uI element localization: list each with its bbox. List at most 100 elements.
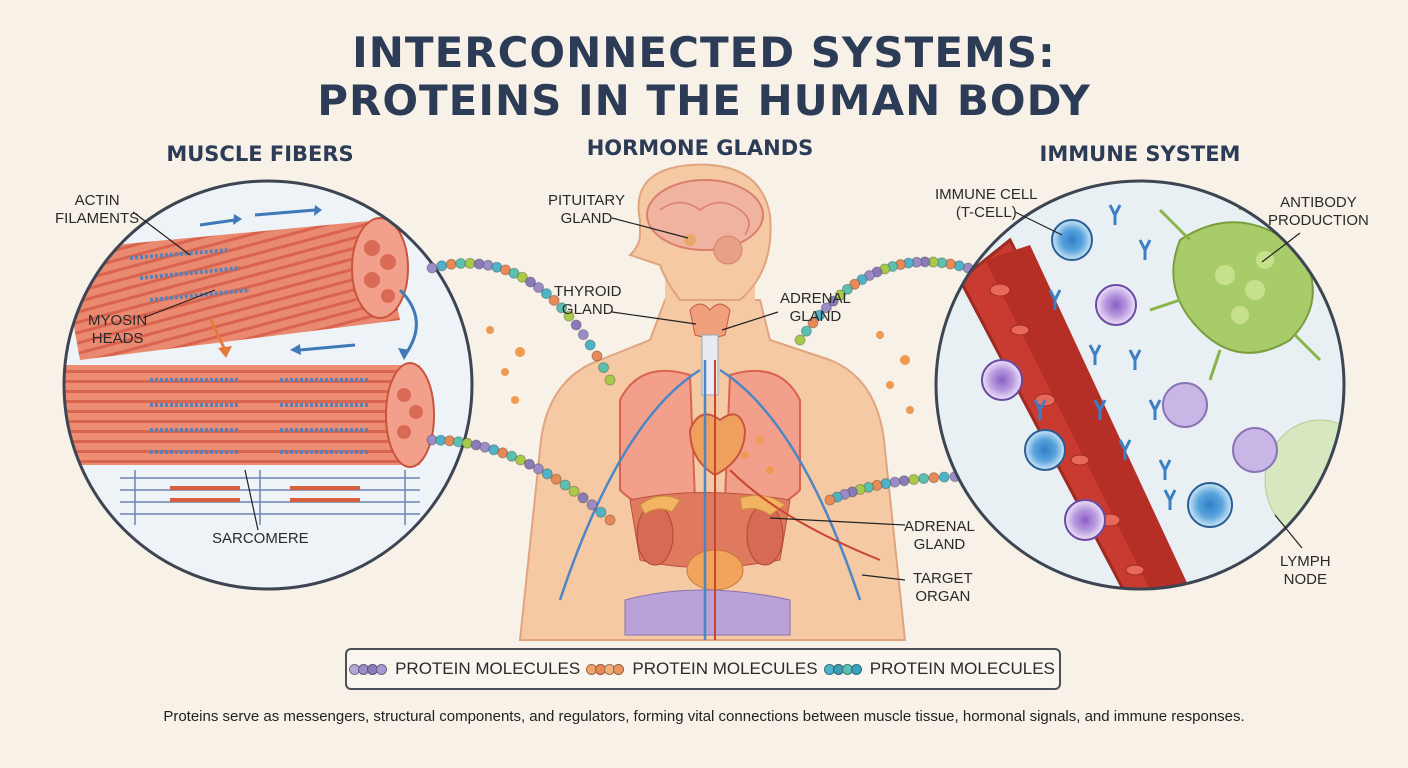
label-line: HEADS [91, 330, 144, 347]
molecule-dot [376, 663, 388, 675]
label-line: THYROID [554, 283, 622, 300]
fiber-cross-section [351, 217, 409, 319]
protein-bead [577, 492, 589, 504]
protein-bead [464, 257, 476, 269]
label-line: MYOSIN [88, 312, 148, 329]
caption: Proteins serve as messengers, structural… [163, 708, 1245, 725]
protein-bead [928, 472, 940, 484]
label-actin-filaments: ACTIN FILAMENTS [55, 192, 139, 228]
legend-item-purple: PROTEIN MOLECULES [349, 659, 581, 679]
protein-bead [820, 302, 832, 314]
label-line: PITUITARY [548, 192, 625, 209]
label-lymph-node: LYMPH NODE [1280, 553, 1331, 589]
protein-bead [604, 514, 616, 526]
t-cell [1051, 219, 1093, 261]
label-myosin-heads: MYOSIN HEADS [88, 312, 147, 348]
right-kidney [746, 504, 784, 566]
label-line: FILAMENTS [55, 210, 140, 227]
label-pituitary-gland: PITUITARY GLAND [548, 192, 625, 228]
protein-bead [604, 374, 616, 386]
section-title-hormone: HORMONE GLANDS [586, 136, 814, 160]
legend-item-orange: PROTEIN MOLECULES [586, 659, 818, 679]
molecule-dot [613, 663, 625, 675]
protein-bead [898, 475, 910, 487]
section-title-muscle: MUSCLE FIBERS [166, 142, 354, 166]
protein-bead [591, 350, 603, 362]
protein-bead [598, 362, 610, 374]
label-antibody-production: ANTIBODY PRODUCTION [1268, 194, 1369, 230]
hormone-molecules [486, 326, 914, 474]
protein-bead [800, 325, 812, 337]
label-adrenal-gland-lower: ADRENAL GLAND [904, 518, 975, 554]
label-line: (T-CELL) [955, 204, 1017, 221]
teal-molecule-icon [823, 663, 862, 675]
protein-bead [841, 283, 853, 295]
label-sarcomere: SARCOMERE [212, 530, 309, 547]
protein-bead [556, 302, 568, 314]
legend-label: PROTEIN MOLECULES [869, 659, 1055, 678]
label-target-organ: TARGET ORGAN [913, 570, 973, 606]
protein-bead [497, 447, 509, 459]
legend-label: PROTEIN MOLECULES [395, 659, 581, 678]
label-line: GLAND [789, 308, 842, 325]
left-kidney [636, 504, 674, 566]
protein-bead [436, 260, 448, 272]
protein-bead [794, 334, 806, 346]
protein-bead [525, 276, 536, 288]
flow-arrow [199, 218, 236, 227]
label-adrenal-gland-upper: ADRENAL GLAND [780, 290, 851, 326]
protein-bead [856, 274, 868, 286]
brain [646, 179, 764, 251]
label-line: ACTIN [74, 192, 120, 209]
antibody-producing-cell [1149, 190, 1331, 381]
protein-bead [938, 471, 950, 483]
label-line: ADRENAL [780, 290, 851, 307]
legend-item-teal: PROTEIN MOLECULES [823, 659, 1055, 679]
label-line: ADRENAL [904, 518, 975, 535]
label-line: ORGAN [915, 588, 971, 605]
section-title-immune: IMMUNE SYSTEM [1039, 142, 1241, 166]
protein-bead [533, 281, 545, 293]
intestines [624, 589, 791, 636]
protein-bead [889, 476, 901, 488]
label-line: TARGET [913, 570, 973, 587]
label-thyroid-gland: THYROID GLAND [554, 283, 622, 319]
protein-bead [426, 262, 438, 274]
protein-bead [482, 259, 494, 271]
protein-bead [577, 329, 589, 341]
label-line: PRODUCTION [1268, 212, 1369, 229]
protein-bead [550, 473, 562, 485]
legend-label: PROTEIN MOLECULES [632, 659, 818, 678]
protein-bead [508, 267, 520, 279]
pituitary-gland [684, 234, 696, 246]
protein-bead [541, 468, 553, 480]
protein-bead [563, 310, 575, 322]
adrenal-gland [739, 494, 786, 516]
protein-bead [568, 485, 580, 497]
protein-bead [595, 506, 607, 518]
page-title-line-1: INTERCONNECTED SYSTEMS: [352, 28, 1056, 77]
label-immune-cell: IMMUNE CELL (T-CELL) [935, 186, 1038, 222]
protein-bead [814, 309, 826, 321]
protein-bead [452, 436, 464, 448]
label-line: NODE [1283, 571, 1327, 588]
protein-bead [559, 479, 571, 491]
purple-molecule-icon [349, 663, 388, 675]
orange-molecule-icon [586, 663, 625, 675]
protein-bead [908, 474, 920, 485]
protein-bead [515, 454, 526, 466]
protein-bead [516, 271, 528, 283]
left-lung [619, 369, 697, 509]
protein-bead [470, 439, 482, 451]
protein-bead [807, 317, 819, 329]
label-line: ANTIBODY [1280, 194, 1357, 211]
legend: PROTEIN MOLECULES PROTEIN MOLECULES PROT… [345, 648, 1061, 690]
sarcomere-diagram [120, 470, 420, 525]
protein-bead [540, 288, 552, 300]
protein-bead [918, 472, 930, 484]
protein-bead [953, 260, 965, 272]
protein-bead [827, 295, 839, 307]
protein-bead [824, 494, 836, 506]
label-line: GLAND [913, 536, 966, 553]
